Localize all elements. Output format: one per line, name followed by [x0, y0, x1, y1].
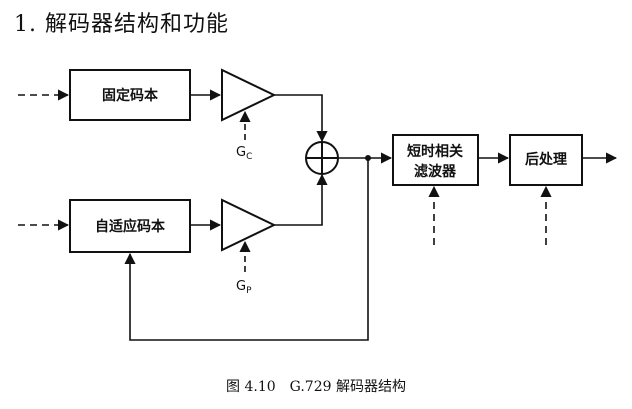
- gain-p-to-adder-line: [274, 173, 328, 226]
- gain-p-amplifier-icon: [221, 198, 277, 252]
- gain-p-subscript: P: [246, 286, 252, 296]
- gain-c-subscript: C: [246, 152, 252, 162]
- synthesis-filter-block: [392, 134, 479, 186]
- adaptive-codebook-label: 自适应码本: [95, 218, 166, 235]
- adaptive-codebook-block: [69, 199, 191, 253]
- gain-c-amplifier-icon: [221, 68, 277, 122]
- section-heading: 1. 解码器结构和功能: [14, 12, 229, 37]
- gain-c-to-adder-line: [274, 94, 328, 143]
- fixed-codebook-label: 固定码本: [102, 87, 159, 104]
- junction-dot: [365, 155, 371, 161]
- gain-p-label: G: [236, 279, 246, 294]
- filter-label-line2: 滤波器: [414, 163, 457, 180]
- figure-caption: 图 4.10 G.729 解码器结构: [226, 379, 406, 395]
- post-processing-label: 后处理: [525, 151, 567, 168]
- gain-c-label: G: [236, 145, 246, 160]
- filter-label-line1: 短时相关: [407, 143, 463, 160]
- svg-text:GP: GP: [236, 279, 252, 296]
- svg-text:GC: GC: [236, 145, 252, 162]
- feedback-loop-line: [124, 158, 369, 341]
- post-processing-block: [509, 134, 583, 186]
